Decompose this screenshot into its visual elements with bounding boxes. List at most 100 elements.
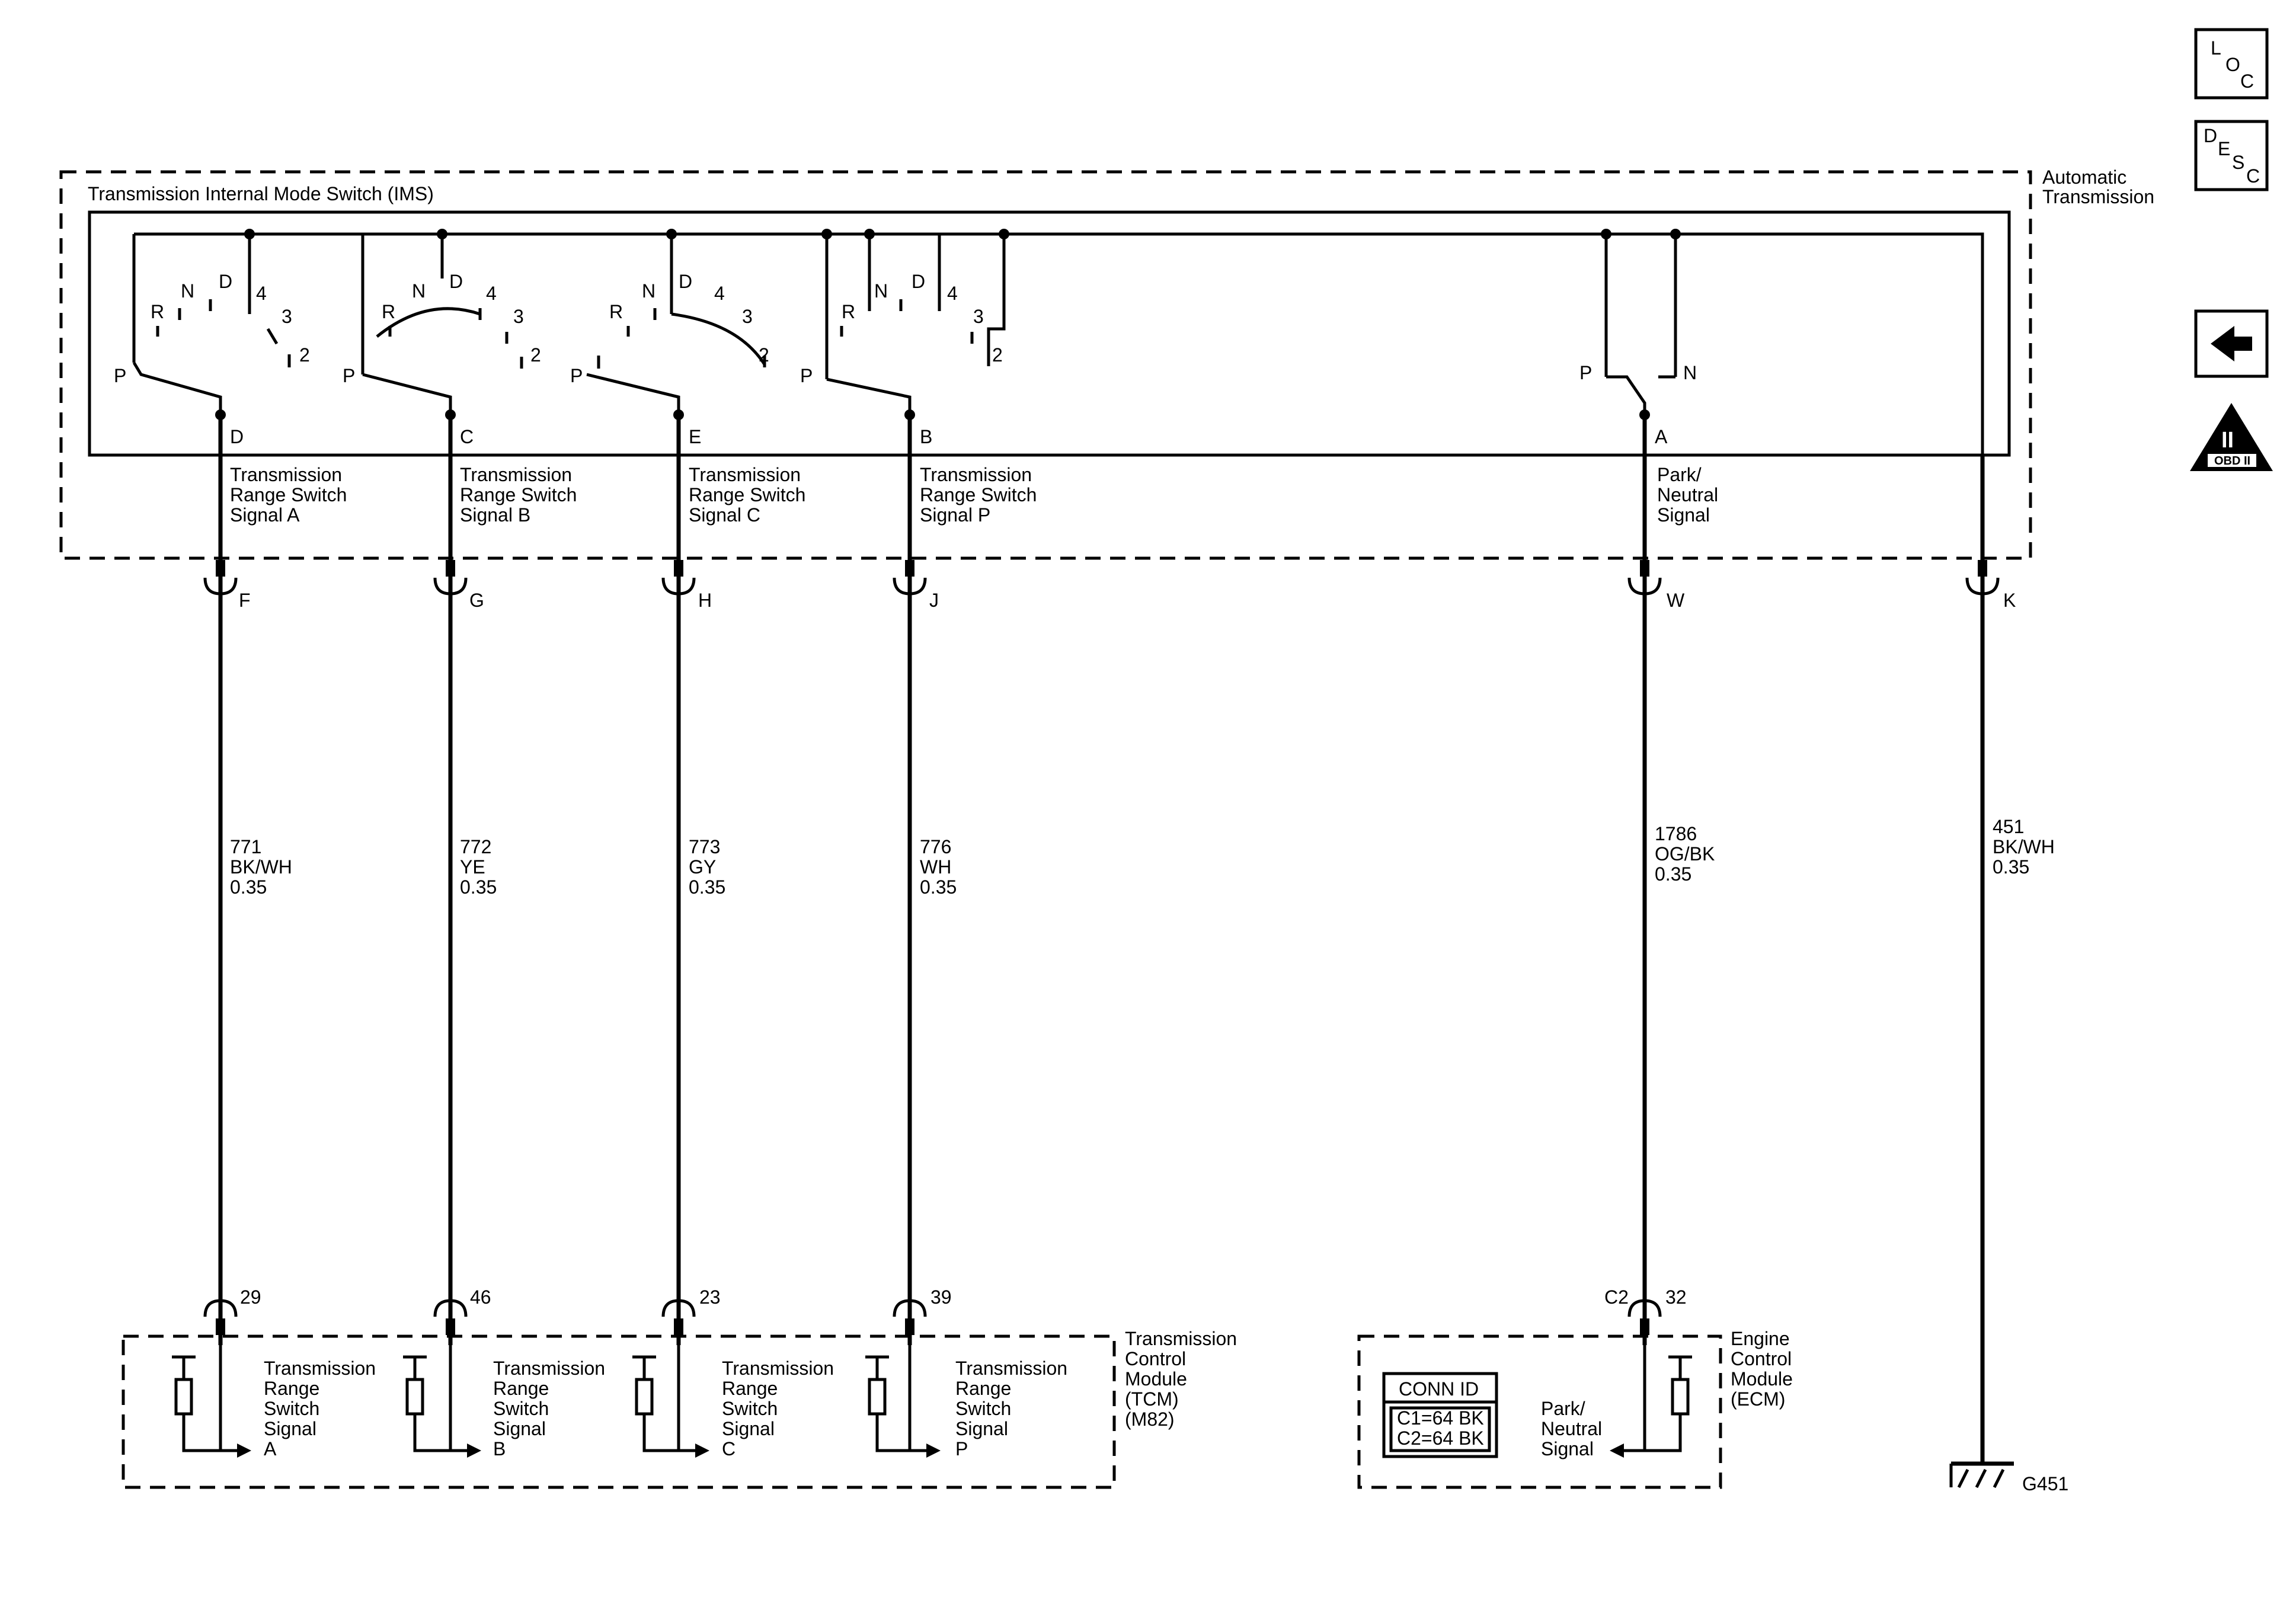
svg-text:W: W — [1667, 590, 1685, 611]
svg-text:46: 46 — [470, 1286, 491, 1308]
wire-label-771: 771 BK/WH 0.35 — [230, 836, 292, 898]
svg-text:S: S — [2232, 152, 2244, 173]
svg-text:39: 39 — [930, 1286, 952, 1308]
tcm-input-p: Transmission Range Switch Signal P — [865, 1335, 1067, 1459]
svg-text:0.35: 0.35 — [920, 876, 957, 898]
svg-text:BK/WH: BK/WH — [230, 856, 292, 878]
svg-text:4: 4 — [947, 283, 958, 304]
svg-text:0.35: 0.35 — [1655, 863, 1691, 885]
svg-text:Switch: Switch — [955, 1398, 1011, 1419]
automatic-transmission-label-line1: Automatic — [2042, 167, 2126, 188]
svg-text:P: P — [570, 365, 583, 386]
svg-text:K: K — [2003, 590, 2016, 611]
tcm-pin-23: 23 — [661, 1286, 721, 1335]
svg-text:Switch: Switch — [722, 1398, 778, 1419]
svg-text:4: 4 — [256, 283, 267, 304]
signal-label-b: Transmission Range Switch Signal B — [460, 464, 577, 526]
svg-text:Range Switch: Range Switch — [920, 484, 1037, 505]
automatic-transmission-boundary — [59, 170, 2032, 560]
svg-text:C2=64 BK: C2=64 BK — [1397, 1427, 1484, 1449]
svg-text:Engine: Engine — [1731, 1328, 1790, 1349]
svg-text:P: P — [343, 365, 355, 386]
svg-text:(TCM): (TCM) — [1125, 1388, 1179, 1410]
svg-text:Transmission: Transmission — [264, 1358, 376, 1379]
terminal-dot — [1639, 409, 1650, 420]
ims-title: Transmission Internal Mode Switch (IMS) — [88, 183, 434, 204]
range-switch-p: P R N D 4 3 2 — [800, 271, 1003, 415]
desc-icon[interactable]: D E S C — [2194, 120, 2269, 191]
svg-text:Transmission: Transmission — [460, 464, 572, 485]
svg-text:Signal: Signal — [1541, 1438, 1594, 1459]
svg-text:Module: Module — [1125, 1368, 1187, 1390]
loc-icon[interactable]: L O C — [2194, 28, 2269, 100]
svg-text:29: 29 — [240, 1286, 261, 1308]
svg-text:Signal: Signal — [493, 1418, 546, 1439]
ims-pin-b: B — [920, 426, 932, 447]
junction-dot — [666, 229, 677, 239]
svg-text:2: 2 — [759, 344, 769, 366]
svg-text:OG/BK: OG/BK — [1655, 843, 1715, 865]
svg-text:OBD II: OBD II — [2214, 454, 2250, 468]
svg-text:Switch: Switch — [264, 1398, 319, 1419]
svg-text:P: P — [1579, 362, 1592, 383]
svg-text:Transmission: Transmission — [493, 1358, 605, 1379]
svg-text:Transmission: Transmission — [920, 464, 1032, 485]
ims-pin-a: A — [1655, 426, 1668, 447]
svg-text:N: N — [874, 280, 888, 302]
svg-text:Range: Range — [264, 1378, 319, 1399]
svg-text:G451: G451 — [2022, 1473, 2068, 1494]
svg-text:WH: WH — [920, 856, 951, 878]
signal-label-a: Transmission Range Switch Signal A — [230, 464, 347, 526]
terminal-dot — [904, 409, 915, 420]
svg-text:Transmission: Transmission — [689, 464, 801, 485]
svg-text:P: P — [114, 365, 126, 386]
range-switch-c: P R N D 4 3 2 — [570, 271, 769, 415]
signal-label-c: Transmission Range Switch Signal C — [689, 464, 805, 526]
connector-g: G — [433, 560, 484, 611]
svg-text:D: D — [2204, 125, 2217, 146]
svg-text:Signal: Signal — [722, 1418, 775, 1439]
back-arrow-icon[interactable] — [2194, 309, 2269, 378]
svg-text:Neutral: Neutral — [1657, 484, 1718, 505]
svg-text:2: 2 — [992, 344, 1003, 366]
wire-label-451: 451 BK/WH 0.35 — [1993, 816, 2055, 878]
ecm-input-park-neutral: Park/ Neutral Signal — [1541, 1335, 1692, 1459]
svg-text:Range Switch: Range Switch — [460, 484, 577, 505]
svg-text:CONN ID: CONN ID — [1399, 1378, 1479, 1400]
svg-text:N: N — [642, 280, 655, 302]
wire-label-1786: 1786 OG/BK 0.35 — [1655, 823, 1715, 885]
svg-text:(ECM): (ECM) — [1731, 1388, 1785, 1410]
svg-text:3: 3 — [742, 306, 753, 327]
svg-text:YE: YE — [460, 856, 485, 878]
junction-dot — [244, 229, 255, 239]
ecm-pin-32: C2 32 — [1604, 1286, 1687, 1335]
svg-text:0.35: 0.35 — [1993, 856, 2029, 878]
svg-text:R: R — [609, 301, 623, 322]
svg-text:C: C — [722, 1438, 736, 1459]
svg-text:Control: Control — [1731, 1348, 1792, 1369]
svg-text:3: 3 — [282, 306, 292, 327]
connector-j: J — [893, 560, 939, 611]
svg-text:P: P — [800, 365, 813, 386]
svg-text:Range Switch: Range Switch — [689, 484, 805, 505]
svg-text:E: E — [2218, 138, 2230, 159]
svg-text:L: L — [2211, 37, 2221, 59]
svg-text:II: II — [2221, 428, 2234, 453]
svg-text:1786: 1786 — [1655, 823, 1697, 844]
terminal-dot — [215, 409, 226, 420]
svg-text:R: R — [151, 301, 164, 322]
svg-text:GY: GY — [689, 856, 716, 878]
svg-text:Range: Range — [493, 1378, 549, 1399]
connector-k: K — [1965, 560, 2016, 611]
svg-text:3: 3 — [513, 306, 524, 327]
svg-text:P: P — [955, 1438, 968, 1459]
svg-text:Signal P: Signal P — [920, 504, 990, 526]
connector-h: H — [661, 560, 712, 611]
tcm-input-a: Transmission Range Switch Signal A — [172, 1335, 376, 1459]
svg-text:F: F — [239, 590, 251, 611]
junction-dot — [437, 229, 447, 239]
svg-text:(M82): (M82) — [1125, 1409, 1175, 1430]
bus-drop-p4 — [987, 234, 1006, 366]
ground-symbol: G451 — [1949, 1461, 2068, 1494]
